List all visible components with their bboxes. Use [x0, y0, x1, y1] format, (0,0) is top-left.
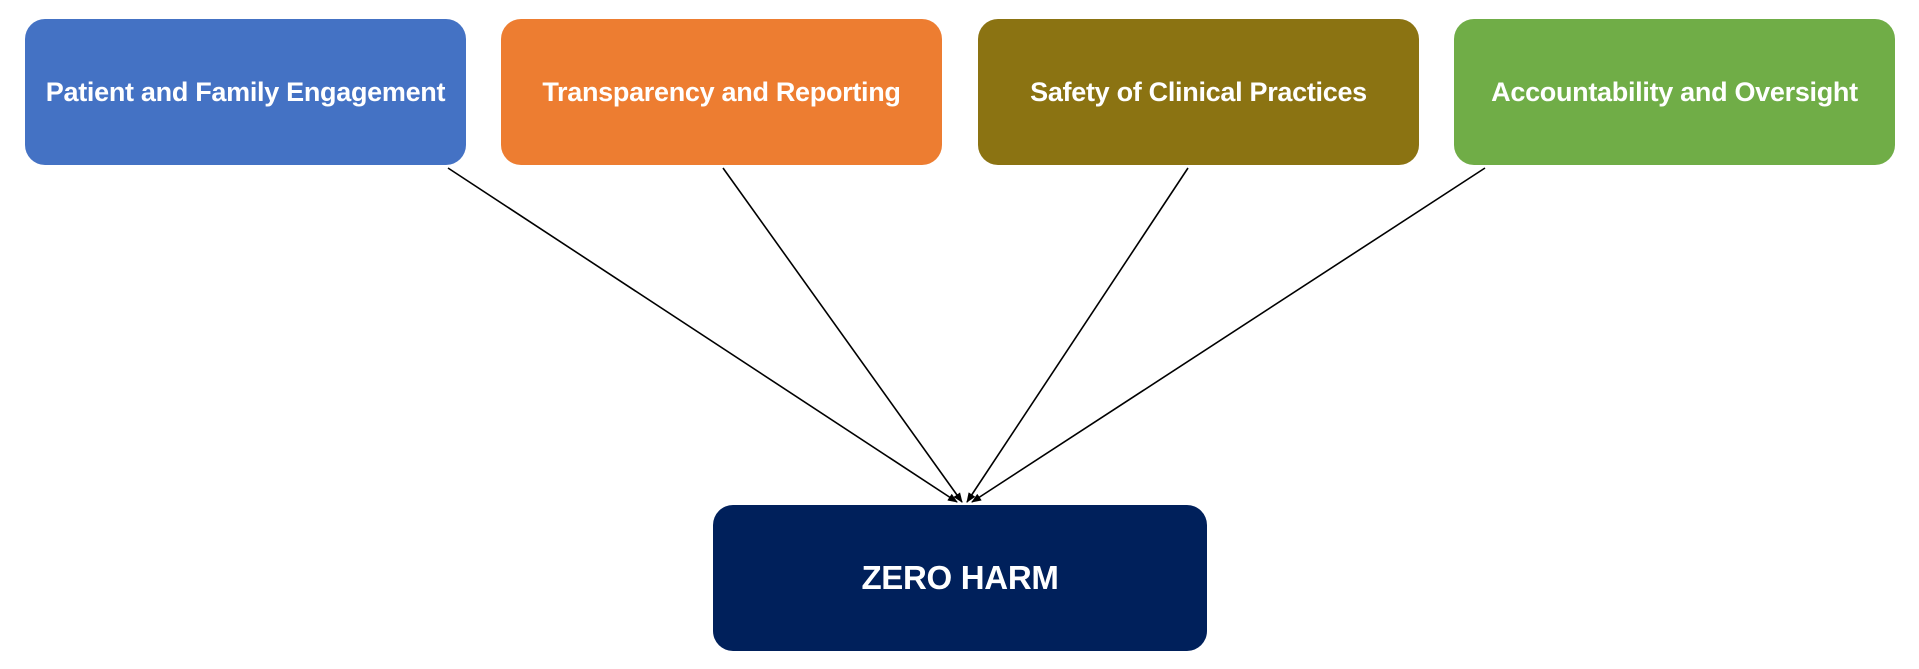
node-accountability-oversight: Accountability and Oversight: [1454, 19, 1895, 165]
node-safety-clinical-practices: Safety of Clinical Practices: [978, 19, 1419, 165]
arrow-engagement-to-goal: [447, 167, 958, 503]
node-label: Transparency and Reporting: [542, 76, 901, 107]
arrow-transparency-to-goal: [722, 167, 963, 503]
node-label: ZERO HARM: [861, 559, 1059, 596]
node-label: Accountability and Oversight: [1491, 76, 1858, 107]
node-zero-harm: ZERO HARM: [713, 505, 1207, 651]
node-label: Safety of Clinical Practices: [1030, 76, 1367, 107]
node-patient-family-engagement: Patient and Family Engagement: [25, 19, 466, 165]
arrow-safety-to-goal: [966, 167, 1189, 503]
arrow-accountability-to-goal: [971, 167, 1486, 503]
node-transparency-reporting: Transparency and Reporting: [501, 19, 942, 165]
node-label: Patient and Family Engagement: [45, 76, 446, 107]
